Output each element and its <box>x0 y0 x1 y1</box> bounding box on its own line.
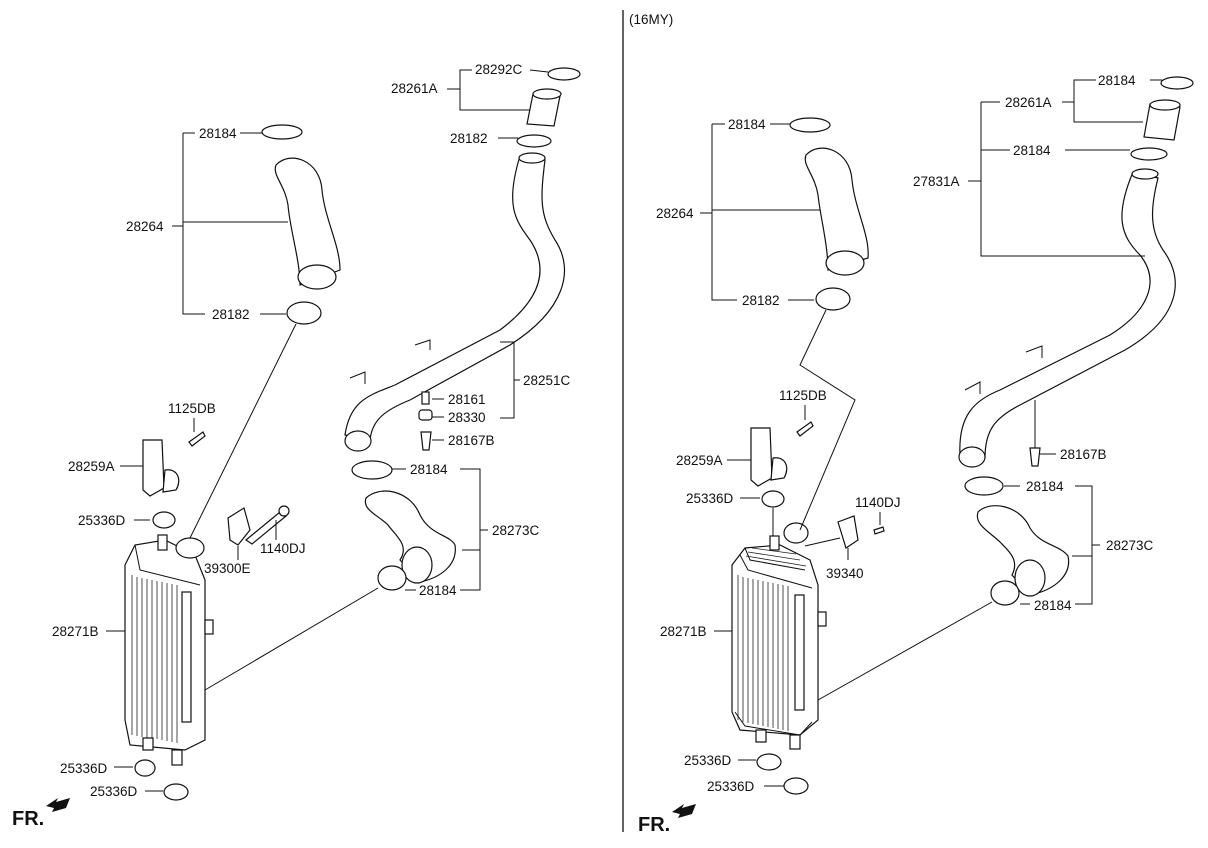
label-28273C: 28273C <box>492 523 540 538</box>
label-r-28184-lower: 28184 <box>1034 598 1072 613</box>
label-28182-lower: 28182 <box>212 307 250 322</box>
sensor-39300E-part <box>227 507 251 546</box>
label-r-27831A: 27831A <box>913 174 960 189</box>
label-r-28271B: 28271B <box>660 624 707 639</box>
clamp-28184-upper-part <box>261 124 303 140</box>
hose-28273C-part <box>364 490 456 583</box>
bolt-28167B-part <box>420 431 432 451</box>
label-r-28182: 28182 <box>742 293 780 308</box>
mount-25336D-r-lower-part <box>756 753 782 771</box>
clamp-28182-r-part <box>815 287 851 311</box>
label-1125DB: 1125DB <box>168 401 216 416</box>
label-39300E: 39300E <box>204 561 251 576</box>
hose-28261A-part <box>516 67 581 148</box>
label-25336D-top: 25336D <box>78 513 126 528</box>
bolt-1140DJ-part <box>244 511 288 545</box>
mount-25336D-lower-part <box>134 759 156 777</box>
bracket-28259A-part <box>142 439 165 497</box>
mount-25336D-top-part <box>152 511 176 529</box>
label-28259A: 28259A <box>68 459 115 474</box>
label-r-25336D-top: 25336D <box>686 491 734 506</box>
label-28161: 28161 <box>448 392 486 407</box>
hose-28264-part <box>274 157 341 286</box>
front-arrow-icon <box>46 798 70 812</box>
intercooler-28271B-part <box>124 534 214 766</box>
label-28167B: 28167B <box>448 433 495 448</box>
label-28184-upper: 28184 <box>199 126 237 141</box>
label-r-28167B: 28167B <box>1060 447 1107 462</box>
label-1140DJ: 1140DJ <box>260 541 306 556</box>
pipe-27831A-part <box>959 171 1176 459</box>
clamp-28184-top-part <box>1160 76 1194 90</box>
label-r-39340: 39340 <box>826 566 864 581</box>
clamp-28184-r-mid-part <box>964 476 1004 496</box>
label-25336D-bottom: 25336D <box>90 784 138 799</box>
left-panel: 28292C 28261A 28182 28184 28264 28182 28… <box>12 62 581 830</box>
bracket-28259A-r-part <box>750 427 773 487</box>
hose-28264-r-part <box>804 147 869 271</box>
clamp-28182-upper-part <box>516 134 552 148</box>
sensor-28161-part <box>421 391 430 405</box>
label-28271B: 28271B <box>52 624 99 639</box>
label-28261A: 28261A <box>391 81 438 96</box>
clamp-28184-lower-part <box>377 565 407 591</box>
label-r-28273C: 28273C <box>1106 538 1154 553</box>
label-28264: 28264 <box>126 219 164 234</box>
mount-25336D-bottom-part <box>163 783 189 801</box>
front-marker-left: FR. <box>12 808 44 830</box>
right-panel: 28184 28261A 28184 28264 27831A 28184 28… <box>638 73 1194 836</box>
sensor-39340-part <box>837 515 859 549</box>
clamp-28184-mid-part <box>351 460 393 480</box>
bolt-28167B-r-part <box>1029 447 1041 467</box>
label-r-28184-second: 28184 <box>1013 143 1051 158</box>
label-r-28259A: 28259A <box>676 453 723 468</box>
clamp-28184-r-upper-part <box>789 117 831 133</box>
clamp-28184-second-part <box>1130 147 1168 161</box>
intercooler-28271B-r-part <box>731 522 827 750</box>
label-r-28264: 28264 <box>656 206 694 221</box>
label-r-25336D-lower: 25336D <box>684 753 732 768</box>
label-r-1140DJ: 1140DJ <box>855 495 901 510</box>
label-25336D-lower: 25336D <box>60 761 108 776</box>
clamp-28292C-part <box>547 67 581 81</box>
label-28330: 28330 <box>448 410 486 425</box>
grommet-28330-part <box>418 409 433 421</box>
label-r-28184-upper: 28184 <box>728 117 766 132</box>
label-28184-lower: 28184 <box>419 583 457 598</box>
label-r-28184-mid: 28184 <box>1026 479 1064 494</box>
clamp-28182-lower-part <box>286 301 322 325</box>
label-r-28184-top: 28184 <box>1098 73 1136 88</box>
bolt-1125DB-part <box>188 431 206 447</box>
mount-25336D-r-top-part <box>761 490 785 508</box>
label-28251C: 28251C <box>523 373 571 388</box>
hose-28273C-r-part <box>976 505 1070 596</box>
label-28184-mid: 28184 <box>410 462 448 477</box>
label-r-1125DB: 1125DB <box>779 388 827 403</box>
front-marker-right: FR. <box>638 814 670 836</box>
label-28182-upper: 28182 <box>450 131 488 146</box>
clamp-28184-r-lower-part <box>990 580 1020 606</box>
label-28292C: 28292C <box>475 62 523 77</box>
variant-label: (16MY) <box>629 12 673 27</box>
front-arrow-icon <box>672 804 696 818</box>
bolt-1140DJ-r-part <box>873 526 885 535</box>
label-r-28261A: 28261A <box>1005 95 1052 110</box>
bolt-1125DB-r-part <box>796 421 814 437</box>
label-r-25336D-bottom: 25336D <box>707 779 755 794</box>
mount-25336D-r-bottom-part <box>783 777 809 795</box>
